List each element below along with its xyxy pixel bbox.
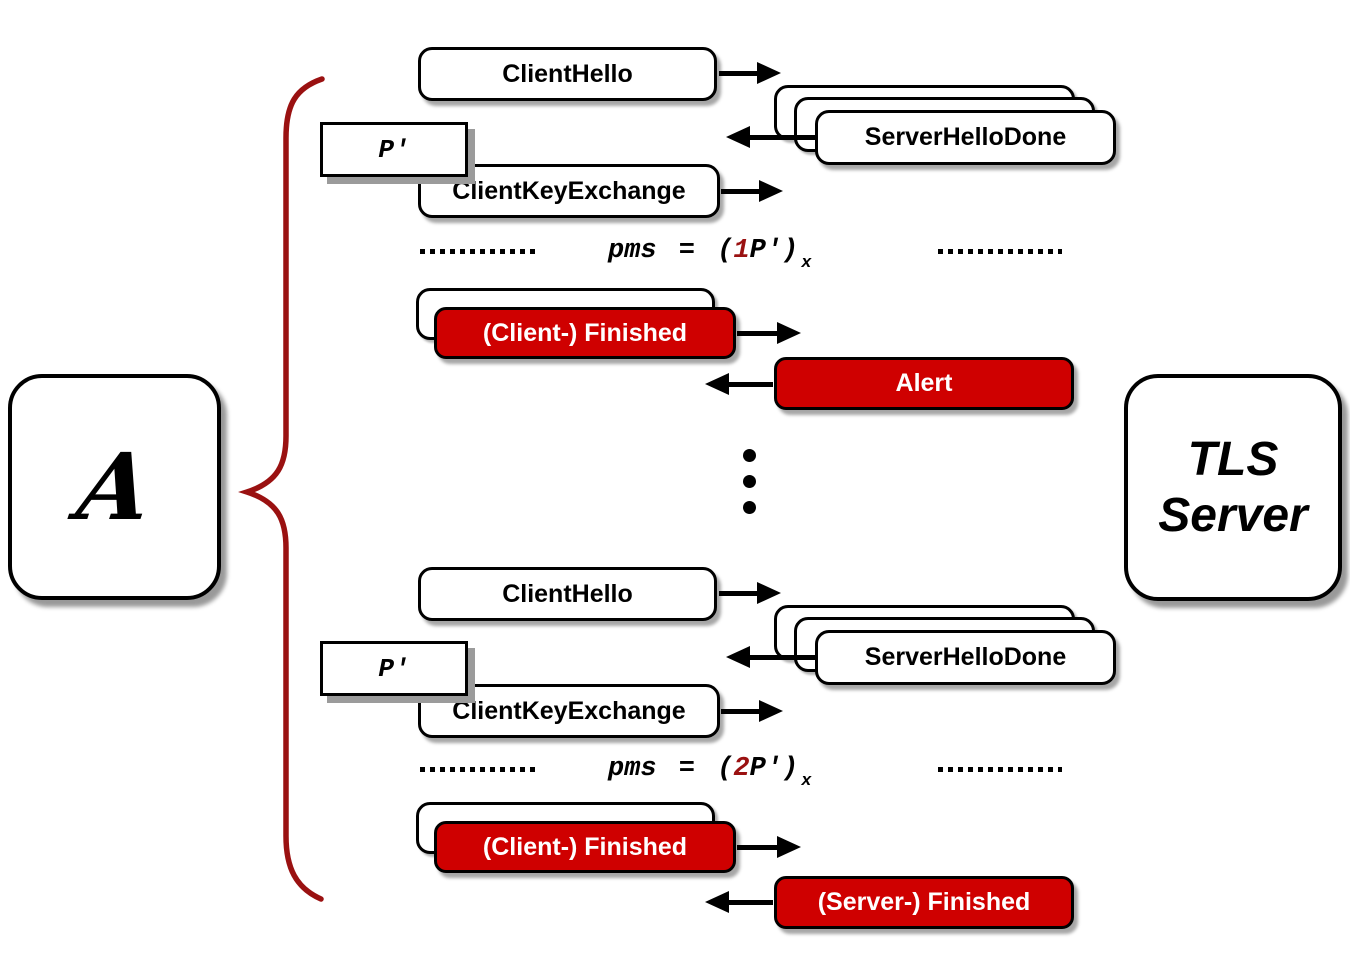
client-finished-label-1: (Client-) Finished [482,318,688,347]
alert-arrow [705,373,773,395]
client-finished-label-2: (Client-) Finished [482,832,688,861]
arrow-head-right-icon [757,62,781,84]
arrow-head-left-icon [726,646,750,668]
arrow-shaft [719,71,761,76]
client-key-exchange-arrow-1 [721,180,783,202]
client-key-exchange-box-1: ClientKeyExchange [418,164,720,218]
client-hello-box-1: ClientHello [418,47,717,101]
pms-prefix-2: pms = ( [608,754,734,784]
client-key-exchange-label-2: ClientKeyExchange [452,696,686,725]
arrow-shaft [737,845,781,850]
alert-label: Alert [895,369,953,397]
server-hello-done-box-1: ServerHelloDone [815,110,1116,165]
separator-left-2 [420,767,540,772]
client-hello-arrow-1 [719,62,781,84]
ellipsis-dot [743,475,756,488]
client-key-exchange-arrow-2 [721,700,783,722]
point-box-1: P' [320,122,468,177]
server-finished-box: (Server-) Finished [774,876,1074,929]
arrow-head-right-icon [759,180,783,202]
client-hello-label-2: ClientHello [502,579,633,608]
pms-rest-2: P') [749,754,799,784]
client-key-exchange-box-2: ClientKeyExchange [418,684,720,738]
separator-right-2 [938,767,1062,772]
client-hello-box-2: ClientHello [418,567,717,621]
pms-subscript-2: x [801,772,812,791]
client-finished-stack-2: (Client-) Finished [416,802,741,877]
arrow-shaft [725,382,773,387]
arrow-shaft [737,331,781,336]
arrow-shaft [721,189,763,194]
pms-rest-1: P') [749,236,799,266]
client-finished-stack-1: (Client-) Finished [416,288,741,363]
server-hello-done-stack-1: ServerHelloDone [774,85,1119,167]
ellipsis-dot [743,449,756,462]
alert-box: Alert [774,357,1074,410]
server-hello-done-stack-2: ServerHelloDone [774,605,1119,687]
server-hello-done-arrow-2 [726,646,818,668]
point-box-2: P' [320,641,468,696]
pms-prefix-1: pms = ( [608,236,734,266]
client-hello-label-1: ClientHello [502,59,633,88]
arrow-shaft [746,135,818,140]
arrow-head-right-icon [777,322,801,344]
arrow-shaft [725,900,773,905]
arrow-shaft [719,591,761,596]
arrow-shaft [721,709,763,714]
server-hello-done-box-2: ServerHelloDone [815,630,1116,685]
arrow-head-right-icon [757,582,781,604]
client-finished-box-2: (Client-) Finished [434,821,736,873]
tls-server-box: TLS Server [1124,374,1342,601]
arrow-head-left-icon [726,126,750,148]
pms-subscript-1: x [801,254,812,273]
arrow-head-right-icon [759,700,783,722]
ellipsis-dot [743,501,756,514]
arrow-shaft [746,655,818,660]
pms-equation-1: pms = (1P')x [608,236,811,273]
tls-server-label: TLS Server [1158,433,1308,542]
separator-right-1 [938,249,1062,254]
client-finished-arrow-1 [737,322,801,344]
pms-equation-2: pms = (2P')x [608,754,811,791]
arrow-head-right-icon [777,836,801,858]
point-label-2: P' [378,653,410,684]
client-hello-arrow-2 [719,582,781,604]
pms-coefficient-2: 2 [733,754,750,784]
point-label-1: P' [378,134,410,165]
client-finished-box-1: (Client-) Finished [434,307,736,359]
server-hello-done-label-2: ServerHelloDone [864,643,1067,671]
arrow-head-left-icon [705,373,729,395]
arrow-head-left-icon [705,891,729,913]
client-finished-arrow-2 [737,836,801,858]
server-hello-done-arrow-1 [726,126,818,148]
adversary-box: A [8,374,221,600]
client-key-exchange-label-1: ClientKeyExchange [452,176,686,205]
server-hello-done-label-1: ServerHelloDone [864,123,1067,151]
adversary-symbol: A [71,433,158,541]
server-finished-arrow [705,891,773,913]
server-finished-label: (Server-) Finished [817,888,1031,916]
separator-left-1 [420,249,540,254]
pms-coefficient-1: 1 [733,236,750,266]
